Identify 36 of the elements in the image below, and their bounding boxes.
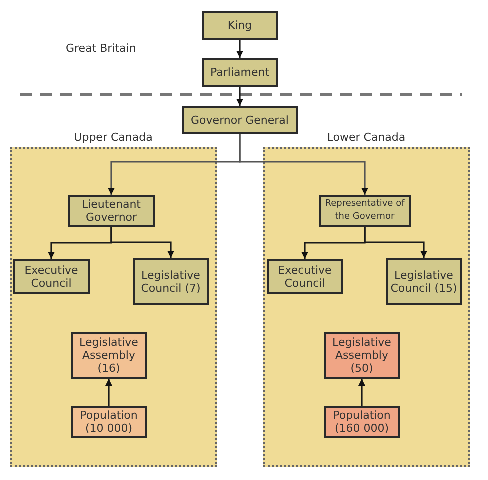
box-label: Governor General	[191, 114, 289, 126]
box-label: Representative of the Governor	[324, 198, 406, 224]
process-box	[319, 195, 411, 227]
region-heading: Upper Canada	[73, 130, 154, 146]
box-label: Parliament	[210, 66, 270, 79]
box-label: Executive Council	[24, 264, 80, 290]
box-label: Executive Council	[277, 264, 333, 290]
box-label: Population (160 000)	[332, 409, 392, 435]
box-label: Legislative Council (15)	[390, 268, 458, 294]
process-box	[324, 406, 400, 438]
box-label: Lieutenant Governor	[80, 198, 142, 224]
process-box	[71, 332, 147, 379]
arrow	[236, 40, 244, 58]
arrow	[358, 379, 366, 406]
process-box	[13, 259, 90, 294]
box-label: Legislative Assembly (50)	[332, 336, 392, 375]
arrow	[364, 227, 428, 258]
process-box	[386, 258, 462, 305]
box-label: King	[228, 19, 252, 32]
box-label: Legislative Assembly (16)	[78, 336, 140, 375]
arrow	[105, 379, 113, 406]
process-box	[182, 106, 298, 134]
box-label: Population (10 000)	[79, 409, 139, 435]
process-box	[68, 195, 155, 227]
region-label: Great Britain	[66, 41, 136, 57]
region-heading: Lower Canada	[326, 130, 407, 146]
process-box	[71, 406, 147, 438]
process-box	[267, 259, 343, 294]
box-label: Legislative Council (7)	[140, 268, 202, 294]
process-box	[202, 58, 278, 87]
arrow	[110, 227, 175, 258]
process-box	[324, 332, 400, 379]
process-box	[133, 258, 209, 305]
process-box	[202, 11, 278, 40]
arrow	[236, 87, 244, 106]
arrow	[239, 134, 369, 195]
